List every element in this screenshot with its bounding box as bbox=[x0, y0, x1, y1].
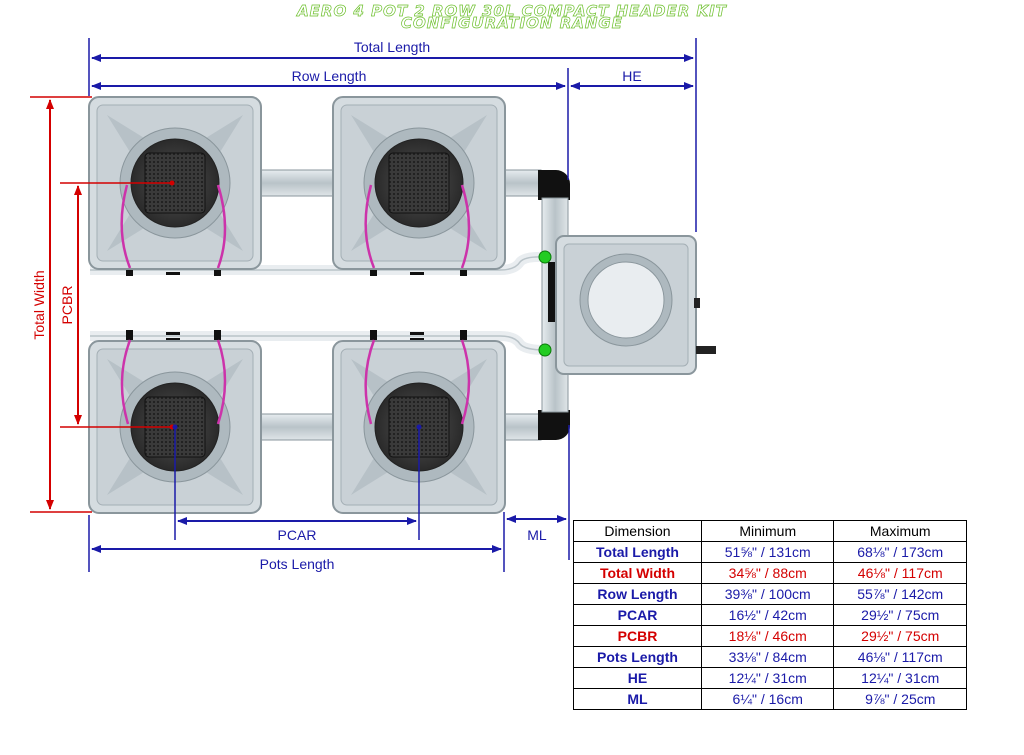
label-he: HE bbox=[622, 68, 641, 84]
header-tank bbox=[555, 235, 716, 375]
elbow-bottom bbox=[538, 410, 570, 440]
cell-maximum: 29½" / 75cm bbox=[833, 625, 967, 647]
connector-top bbox=[538, 250, 552, 264]
cell-minimum: 51⅝" / 131cm bbox=[700, 541, 835, 563]
elbow-top bbox=[538, 170, 570, 200]
cell-dimension: ML bbox=[573, 688, 702, 710]
pipe-top-row bbox=[257, 169, 339, 197]
label-pots-length: Pots Length bbox=[260, 556, 335, 572]
cell-maximum: 12¼" / 31cm bbox=[833, 667, 967, 689]
cell-maximum: 68⅛" / 173cm bbox=[833, 541, 967, 563]
cell-dimension: PCBR bbox=[573, 625, 702, 647]
cell-dimension: Total Length bbox=[573, 541, 702, 563]
label-pcar: PCAR bbox=[278, 527, 317, 543]
cell-minimum: 16½" / 42cm bbox=[700, 604, 835, 626]
cell-minimum: 39⅜" / 100cm bbox=[700, 583, 835, 605]
cell-maximum: 29½" / 75cm bbox=[833, 604, 967, 626]
pipe-bottom-outlet bbox=[502, 413, 542, 441]
cell-dimension: HE bbox=[573, 667, 702, 689]
table-header-row: Dimension Minimum Maximum bbox=[573, 520, 967, 542]
pot-top-right bbox=[332, 96, 506, 270]
cell-minimum: 6¼" / 16cm bbox=[700, 688, 835, 710]
cell-minimum: 18⅛" / 46cm bbox=[700, 625, 835, 647]
cell-dimension: Pots Length bbox=[573, 646, 702, 668]
header-dimension: Dimension bbox=[573, 520, 702, 542]
cell-minimum: 33⅛" / 84cm bbox=[700, 646, 835, 668]
label-row-length: Row Length bbox=[292, 68, 367, 84]
cell-dimension: PCAR bbox=[573, 604, 702, 626]
cell-dimension: Row Length bbox=[573, 583, 702, 605]
dimension-lines bbox=[30, 38, 697, 572]
label-total-length: Total Length bbox=[354, 39, 430, 55]
cell-minimum: 12¼" / 31cm bbox=[700, 667, 835, 689]
label-ml: ML bbox=[527, 527, 547, 543]
header-minimum: Minimum bbox=[700, 520, 835, 542]
label-total-width: Total Width bbox=[31, 270, 47, 339]
diagram-title: AERO 4 POT 2 ROW 30L COMPACT HEADER KIT bbox=[297, 2, 727, 21]
cell-maximum: 46⅛" / 117cm bbox=[833, 562, 967, 584]
cell-maximum: 9⅞" / 25cm bbox=[833, 688, 967, 710]
drip-tubes bbox=[120, 184, 471, 425]
cell-maximum: 55⅞" / 142cm bbox=[833, 583, 967, 605]
cell-dimension: Total Width bbox=[573, 562, 702, 584]
label-pcbr: PCBR bbox=[59, 286, 75, 325]
pipe-bottom-row bbox=[257, 413, 339, 441]
cell-maximum: 46⅛" / 117cm bbox=[833, 646, 967, 668]
connector-bottom bbox=[538, 343, 552, 357]
pipe-top-outlet bbox=[502, 169, 542, 197]
plumbing bbox=[90, 169, 570, 441]
cell-minimum: 34⅝" / 88cm bbox=[700, 562, 835, 584]
diagram-subtitle: CONFIGURATION RANGE bbox=[401, 14, 623, 33]
header-maximum: Maximum bbox=[833, 520, 967, 542]
